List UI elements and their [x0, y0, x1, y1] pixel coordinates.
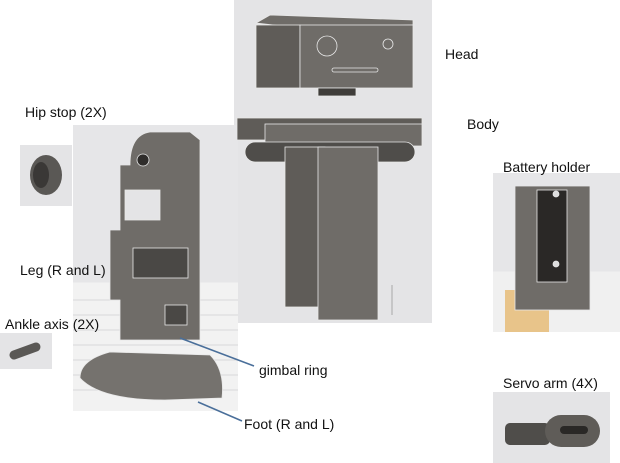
label-body: Body [467, 116, 499, 132]
label-servo-arm: Servo arm (4X) [503, 375, 598, 391]
leg-part [79, 131, 223, 401]
label-ankle-axis: Ankle axis (2X) [5, 316, 100, 332]
head-part [254, 14, 414, 97]
label-leg: Leg (R and L) [20, 262, 106, 278]
label-gimbal-ring: gimbal ring [259, 362, 328, 378]
label-head: Head [445, 46, 479, 62]
body-part [236, 117, 423, 321]
label-battery-holder: Battery holder [503, 159, 591, 175]
ankle-axis-part [9, 342, 41, 360]
battery-holder-part [505, 185, 591, 332]
servo-arm-part [505, 415, 600, 447]
foot-leader-line [197, 401, 243, 422]
gimbal-ring-leader-line [179, 337, 255, 367]
label-hip-stop: Hip stop (2X) [25, 104, 107, 120]
hip-stop-part [30, 155, 62, 195]
label-foot: Foot (R and L) [244, 416, 335, 432]
